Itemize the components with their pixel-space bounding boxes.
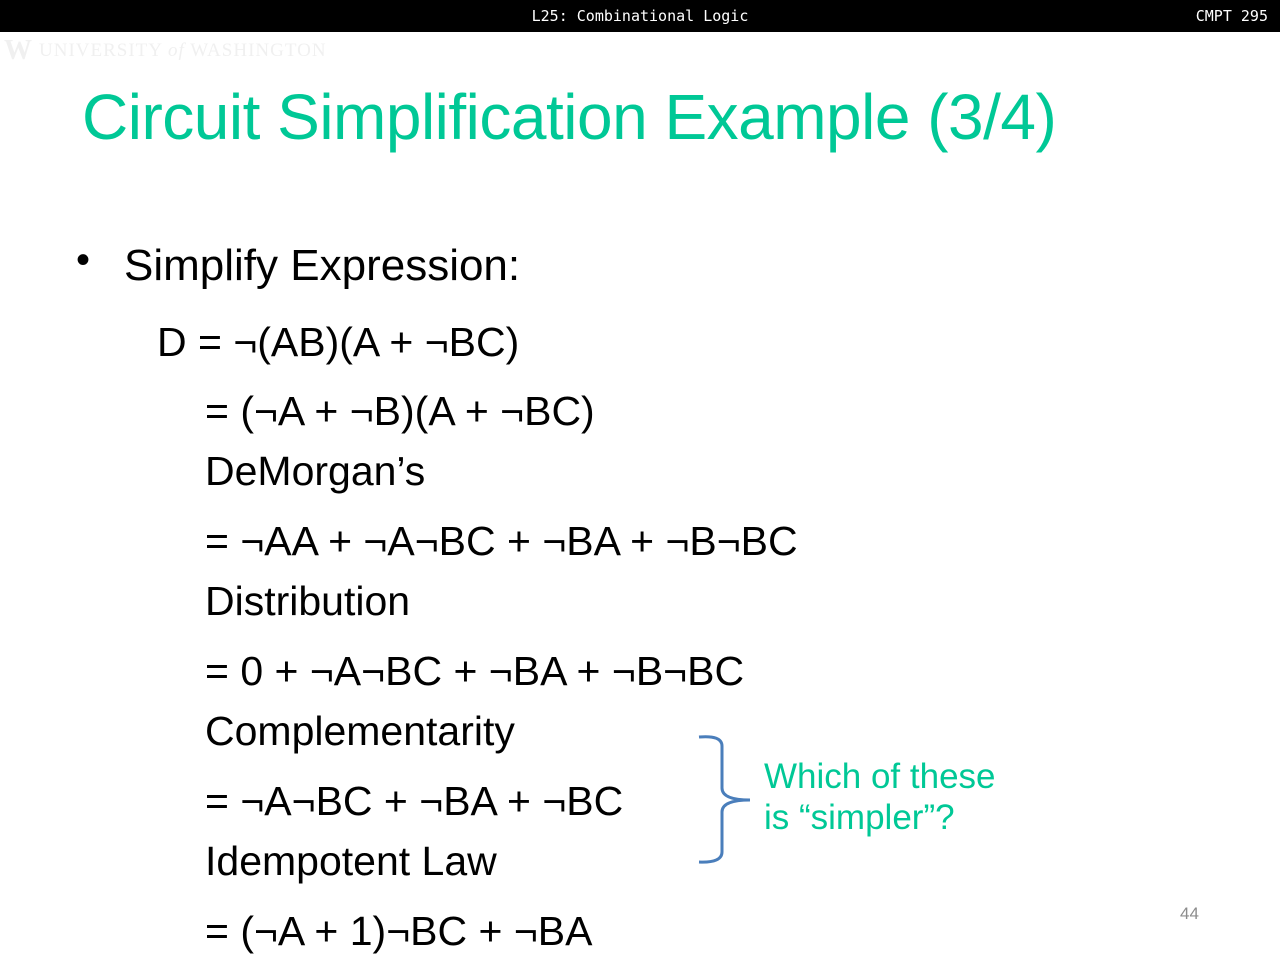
law-label: Distribution <box>205 578 411 624</box>
law-label: DeMorgan’s <box>205 448 426 494</box>
bullet-point: • <box>76 238 91 282</box>
law-label: Complementarity <box>205 708 515 754</box>
callout-line-2: is “simpler”? <box>764 798 955 837</box>
expression-line: = 0 + ¬A¬BC + ¬BA + ¬B¬BC <box>205 648 745 694</box>
expression-line: = ¬AA + ¬A¬BC + ¬BA + ¬B¬BC <box>205 518 798 564</box>
lecture-title: L25: Combinational Logic <box>531 7 749 25</box>
law-label: Idempotent Law <box>205 838 497 884</box>
expression-line: = ¬A¬BC + ¬BA + ¬BC <box>205 778 624 824</box>
callout-note: Which of these is “simpler”? <box>764 756 996 838</box>
slide-title: Circuit Simplification Example (3/4) <box>82 81 1057 153</box>
right-brace-icon <box>698 735 751 864</box>
expression-line: = (¬A + 1)¬BC + ¬BA <box>205 908 593 954</box>
expression-line: D = ¬(AB)(A + ¬BC) <box>157 319 520 365</box>
page-number: 44 <box>1180 904 1199 923</box>
header-bar: L25: Combinational Logic CMPT 295 <box>0 0 1280 32</box>
bullet-text: Simplify Expression: <box>124 241 521 290</box>
course-code: CMPT 295 <box>1195 7 1268 25</box>
expression-line: = (¬A + ¬B)(A + ¬BC) <box>205 388 595 434</box>
callout-line-1: Which of these <box>764 757 996 796</box>
